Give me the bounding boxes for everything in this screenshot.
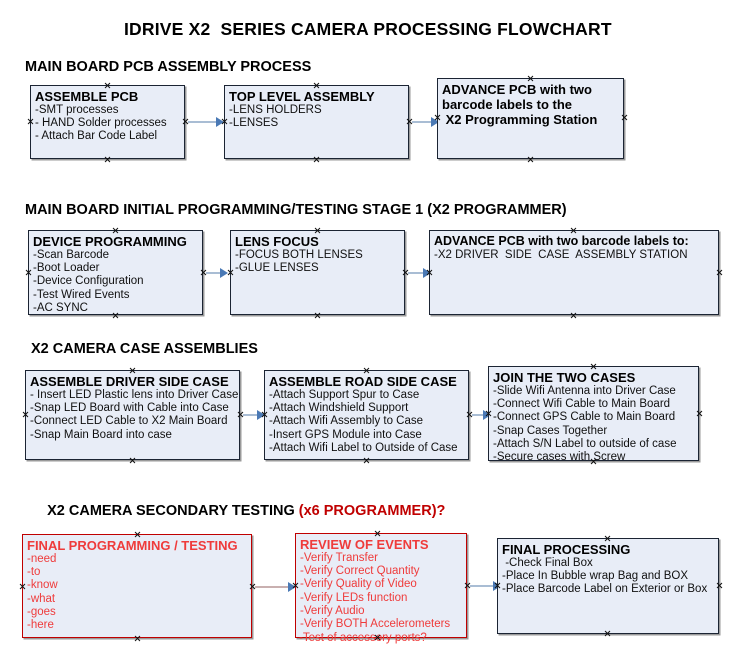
box-title: ASSEMBLE DRIVER SIDE CASE	[30, 374, 229, 389]
box-line: -what	[27, 592, 56, 605]
box-line: -Attach S/N Label to outside of case	[493, 437, 677, 450]
process-box-join-the-two-cases[interactable]: JOIN THE TWO CASES -Slide Wifi Antenna i…	[488, 366, 699, 464]
box-title: ASSEMBLE ROAD SIDE CASE	[269, 374, 457, 389]
box-line: -SMT processes	[35, 104, 119, 116]
box-title: REVIEW OF EVENTS	[300, 537, 429, 552]
arrow-head-icon	[483, 410, 491, 420]
box-line: -Snap Main Board into case	[30, 428, 172, 441]
box-title: ADVANCE PCB with two	[442, 82, 592, 97]
box-line: -Snap Cases Together	[493, 424, 608, 437]
connector-driver-case-to-road-case	[243, 414, 260, 416]
box-line: -Device Configuration	[33, 275, 144, 288]
arrow-head-icon	[288, 582, 296, 592]
box-line: -Place In Bubble wrap Bag and BOX	[502, 570, 689, 583]
box-overflow-line: -Test of accessory ports?	[299, 632, 427, 644]
arrow-head-icon	[220, 268, 228, 278]
box-line: -Boot Loader	[33, 262, 100, 275]
process-box-device-programming[interactable]: DEVICE PROGRAMMING -Scan Barcode -Boot L…	[28, 230, 203, 315]
process-box-final-programming-testing[interactable]: FINAL PROGRAMMING / TESTING -need -to -k…	[22, 534, 252, 638]
process-box-assemble-road-side-case[interactable]: ASSEMBLE ROAD SIDE CASE -Attach Support …	[264, 370, 469, 460]
process-box-assemble-driver-side-case[interactable]: ASSEMBLE DRIVER SIDE CASE - Insert LED P…	[25, 370, 240, 460]
box-line: -GLUE LENSES	[235, 262, 319, 275]
section-heading-main-board-initial-programming: MAIN BOARD INITIAL PROGRAMMING/TESTING S…	[25, 202, 567, 218]
box-line: -Verify Correct Quantity	[300, 565, 420, 578]
box-line: -Connect LED Cable to X2 Main Board	[30, 415, 228, 428]
box-line: -goes	[27, 605, 56, 618]
box-title: FINAL PROGRAMMING / TESTING	[27, 538, 238, 553]
connector-assemble-pcb-to-top-level	[188, 121, 218, 123]
connector-review-to-final-processing	[470, 585, 496, 587]
section-heading-main-board-pcb-assembly: MAIN BOARD PCB ASSEMBLY PROCESS	[25, 59, 312, 75]
box-title-line2: barcode labels to the	[442, 97, 573, 112]
box-line: -need	[27, 553, 57, 565]
box-line: -here	[27, 619, 54, 632]
box-title: ASSEMBLE PCB	[35, 89, 139, 104]
box-line: -to	[27, 566, 41, 579]
process-box-final-processing[interactable]: FINAL PROCESSING -Check Final Box -Place…	[497, 538, 719, 634]
arrow-head-icon	[423, 268, 431, 278]
box-title: TOP LEVEL ASSEMBLY	[229, 89, 375, 104]
box-line: -X2 DRIVER SIDE CASE ASSEMBLY STATION	[434, 249, 688, 261]
process-box-top-level-assembly[interactable]: TOP LEVEL ASSEMBLY -LENS HOLDERS -LENSES	[224, 85, 409, 159]
box-line: -Place Barcode Label on Exterior or Box	[502, 583, 708, 596]
box-line: -Test Wired Events	[33, 288, 130, 301]
box-line: - Insert LED Plastic lens into Driver Ca…	[30, 389, 239, 401]
connector-top-level-to-advance-pcb	[412, 121, 434, 123]
box-line: -Insert GPS Module into Case	[269, 428, 422, 441]
process-box-assemble-pcb[interactable]: ASSEMBLE PCB -SMT processes - HAND Solde…	[30, 85, 185, 159]
box-line: -Scan Barcode	[33, 249, 110, 261]
box-line: -LENS HOLDERS	[229, 104, 322, 116]
box-line: -Verify Audio	[300, 604, 365, 617]
box-line: -Check Final Box	[502, 557, 593, 569]
box-line: -FOCUS BOTH LENSES	[235, 249, 363, 261]
section-heading-x2-camera-secondary-testing: X2 CAMERA SECONDARY TESTING (x6 PROGRAMM…	[31, 487, 445, 535]
box-line: -know	[27, 579, 58, 592]
connector-final-programming-to-review	[255, 586, 290, 588]
box-line: -Snap LED Board with Cable into Case	[30, 402, 229, 415]
box-line: -Verify LEDs function	[300, 591, 408, 604]
box-line: -Verify BOTH Accelerometers	[300, 618, 451, 631]
connector-device-programming-to-lens-focus	[206, 272, 223, 274]
box-title: FINAL PROCESSING	[502, 542, 631, 557]
process-box-review-of-events[interactable]: REVIEW OF EVENTS -Verify Transfer -Verif…	[295, 533, 467, 638]
box-line: -Attach Support Spur to Case	[269, 389, 420, 401]
box-line: -Connect GPS Cable to Main Board	[493, 411, 676, 424]
box-title: JOIN THE TWO CASES	[493, 370, 636, 385]
box-line: -Attach Windshield Support	[269, 402, 409, 415]
box-title: DEVICE PROGRAMMING	[33, 234, 187, 249]
box-line: -LENSES	[229, 117, 279, 130]
box-line: -Attach Wifi Label to Outside of Case	[269, 441, 458, 454]
arrow-head-icon	[431, 117, 439, 127]
box-line: - Attach Bar Code Label	[35, 130, 158, 143]
section-heading-suffix: (x6 PROGRAMMER)?	[298, 503, 446, 519]
box-line: -Attach Wifi Assembly to Case	[269, 415, 424, 428]
box-title: ADVANCE PCB with two barcode labels to:	[434, 234, 689, 248]
box-line: -Verify Transfer	[300, 552, 378, 564]
box-title: LENS FOCUS	[235, 234, 319, 249]
box-line: - HAND Solder processes	[35, 117, 167, 130]
section-heading-x2-camera-case-assemblies: X2 CAMERA CASE ASSEMBLIES	[31, 341, 258, 357]
box-line: -AC SYNC	[33, 301, 88, 314]
arrow-head-icon	[216, 117, 224, 127]
process-box-advance-pcb-x2-programming-station[interactable]: ADVANCE PCB with two barcode labels to t…	[437, 78, 624, 159]
box-line: -Slide Wifi Antenna into Driver Case	[493, 385, 676, 397]
page-title: IDRIVE X2 SERIES CAMERA PROCESSING FLOWC…	[124, 19, 612, 39]
box-line: -Secure cases with Screw	[493, 451, 626, 464]
process-box-lens-focus[interactable]: LENS FOCUS -FOCUS BOTH LENSES -GLUE LENS…	[230, 230, 405, 315]
section-heading-text: X2 CAMERA SECONDARY TESTING	[47, 503, 299, 519]
arrow-head-icon	[257, 410, 265, 420]
connector-lens-focus-to-advance-pcb	[408, 272, 426, 274]
process-box-advance-pcb-driver-side-case[interactable]: ADVANCE PCB with two barcode labels to: …	[429, 230, 719, 315]
connector-road-case-to-join-cases	[472, 414, 486, 416]
box-title-line3: X2 Programming Station	[442, 112, 598, 127]
box-line: -Verify Quality of Video	[300, 578, 417, 591]
box-line: -Connect Wifi Cable to Main Board	[493, 398, 671, 411]
